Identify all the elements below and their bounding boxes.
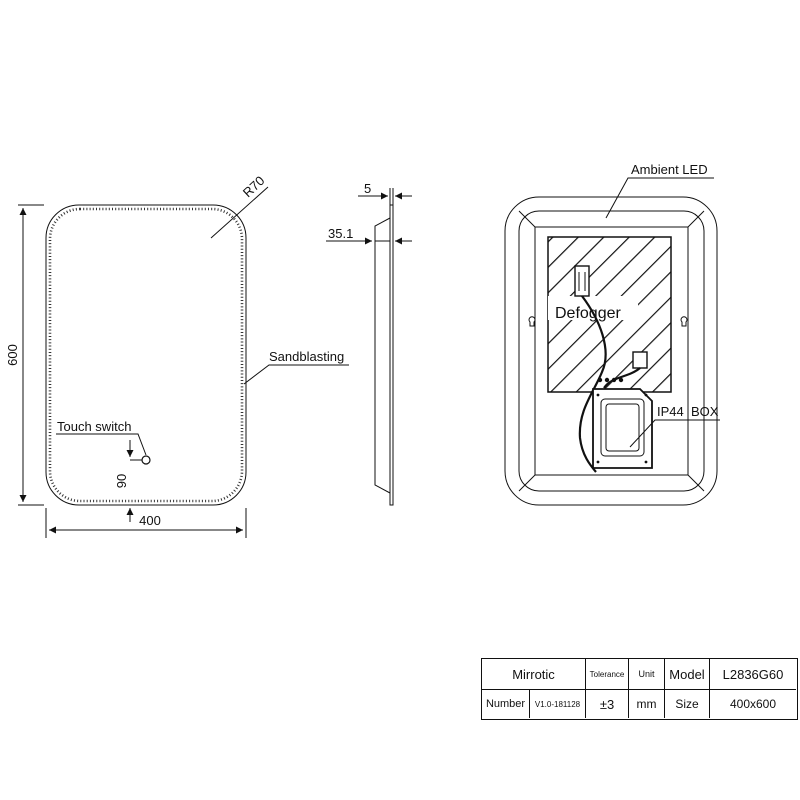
touch-offset-label: 90	[114, 474, 129, 488]
tolerance-header-cell: Tolerance	[586, 659, 629, 690]
model-value: L2836G60	[722, 666, 784, 682]
size-header: Size	[675, 697, 699, 711]
ip44-box-icon	[592, 388, 653, 469]
side-view: 5 35.1	[326, 181, 412, 506]
model-value-cell: L2836G60	[710, 659, 796, 690]
size-value: 400x600	[729, 697, 777, 711]
number-header: Number	[485, 698, 526, 710]
hanging-hook-icon	[528, 316, 536, 327]
touch-switch-leader	[56, 433, 147, 456]
radius-label: R70	[240, 173, 268, 200]
version-cell: V1.0-181128	[530, 690, 586, 718]
unit-value-cell: mm	[629, 690, 665, 718]
model-header-cell: Model	[665, 659, 710, 690]
unit-header: Unit	[638, 669, 655, 679]
led-wire	[603, 367, 641, 389]
unit-value: mm	[636, 697, 657, 711]
terminal-block	[597, 377, 624, 383]
defogger-connector	[574, 265, 590, 297]
tolerance-value-cell: ±3	[586, 690, 629, 718]
brand-name: Mirrotic	[512, 666, 555, 682]
back-view: Defogger Ambient LED IP44 BOX	[504, 162, 720, 506]
ambient-led-label: Ambient LED	[631, 162, 708, 177]
brand-cell: Mirrotic	[482, 659, 586, 690]
mirror-glass-side	[389, 204, 394, 506]
touch-switch-icon	[141, 455, 151, 465]
back-frame-outer	[518, 210, 705, 492]
ip44-box-leader	[629, 419, 720, 448]
ip44-box-label: IP44 BOX	[657, 404, 719, 419]
radius-leader	[210, 186, 269, 239]
version-value: V1.0-181128	[534, 699, 581, 709]
defogger-wire	[578, 295, 607, 473]
size-header-cell: Size	[665, 690, 710, 718]
model-header: Model	[669, 666, 705, 682]
tolerance-header: Tolerance	[589, 669, 625, 679]
frame-side-profile	[374, 217, 391, 494]
back-outline	[504, 196, 718, 506]
size-value-cell: 400x600	[710, 690, 796, 718]
tolerance-value: ±3	[599, 696, 615, 712]
sandblasting-label: Sandblasting	[269, 349, 344, 364]
defogger-label: Defogger	[555, 305, 621, 322]
thickness-label: 5	[364, 181, 371, 196]
led-connector	[632, 351, 648, 369]
touch-switch-label: Touch switch	[57, 419, 131, 434]
sandblasting-band	[48, 207, 244, 503]
mirror-outline	[45, 204, 247, 506]
hanging-hook-icon	[680, 316, 688, 327]
depth-label: 35.1	[328, 226, 353, 241]
number-header-cell: Number	[482, 690, 530, 718]
sandblasting-leader	[243, 364, 349, 385]
unit-header-cell: Unit	[629, 659, 665, 690]
front-view: 600 400 R70 Sandblasting Touch switch 90	[5, 173, 349, 538]
height-label: 600	[5, 344, 20, 366]
back-frame-inner	[534, 226, 689, 476]
ambient-led-leader	[605, 177, 714, 219]
title-block: Mirrotic Tolerance Unit Model L2836G60 N…	[481, 658, 798, 720]
width-label: 400	[139, 513, 161, 528]
